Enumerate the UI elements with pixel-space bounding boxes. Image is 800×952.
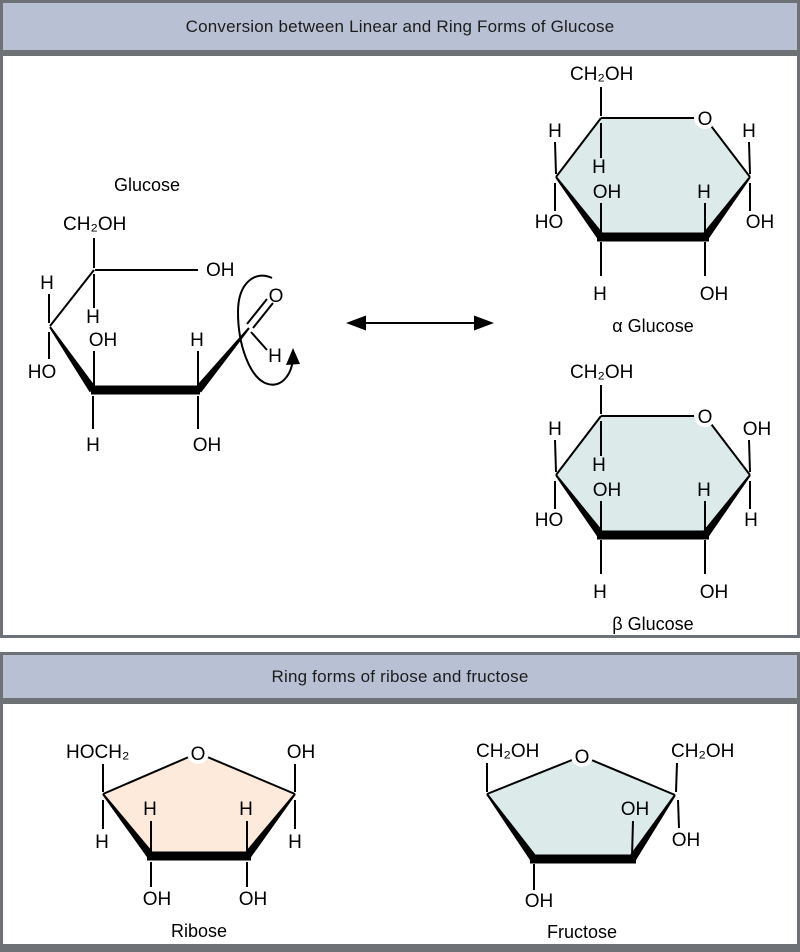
ring-oxygen-gap bbox=[694, 405, 716, 427]
bonds bbox=[102, 752, 296, 887]
h-label: H bbox=[86, 307, 100, 328]
oh-label: OH bbox=[621, 799, 650, 820]
bonds bbox=[554, 87, 751, 276]
molecule-caption: Fructose bbox=[547, 922, 617, 942]
h-label: H bbox=[40, 273, 54, 294]
h-label: H bbox=[239, 799, 253, 820]
ch2oh-label: CH₂OH bbox=[570, 64, 633, 85]
h-label: H bbox=[593, 284, 607, 305]
ring-fill bbox=[103, 753, 295, 856]
bonds bbox=[554, 385, 751, 574]
h-label: H bbox=[86, 435, 100, 456]
oh-label: OH bbox=[746, 212, 775, 233]
oh-label: OH bbox=[700, 284, 729, 305]
molecule-caption: Ribose bbox=[171, 921, 227, 941]
h-label: H bbox=[95, 832, 109, 853]
molecule-caption: β Glucose bbox=[612, 614, 693, 634]
ring-oxygen-gap bbox=[694, 107, 716, 129]
arrow-head-right bbox=[474, 315, 494, 331]
section-title: Conversion between Linear and Ring Forms… bbox=[185, 16, 615, 36]
ring-fill bbox=[487, 756, 675, 859]
h-label: H bbox=[548, 419, 562, 440]
h-label: H bbox=[190, 330, 204, 351]
oh-label: OH bbox=[525, 891, 554, 912]
h-label: H bbox=[744, 510, 758, 531]
fructose-structure: CH₂OH O CH₂OH OH OH OH Fructose bbox=[476, 741, 734, 942]
ch2oh-label: CH₂OH bbox=[63, 214, 126, 235]
ring-fill bbox=[556, 118, 750, 237]
ring-oxygen-gap bbox=[187, 742, 209, 764]
oh-label: OH bbox=[239, 889, 268, 910]
oh-label: OH bbox=[672, 830, 701, 851]
ring-oxygen-label: O bbox=[698, 407, 713, 428]
ring-oxygen-label: O bbox=[191, 744, 206, 765]
oh-label: OH bbox=[143, 889, 172, 910]
hoch2-label: HOCH₂ bbox=[66, 742, 129, 763]
linear-glucose-structure: Glucose CH₂OH OH H H OH HO H H O bbox=[28, 175, 300, 456]
ch2oh-label: CH₂OH bbox=[671, 741, 734, 762]
ring-closure-curved-arrow bbox=[236, 274, 294, 386]
section-title: Ring forms of ribose and fructose bbox=[271, 666, 529, 686]
ch2oh-label: CH₂OH bbox=[476, 741, 539, 762]
h-label: H bbox=[742, 121, 756, 142]
ho-label: HO bbox=[535, 212, 564, 233]
aldehyde-h-label: H bbox=[268, 346, 282, 367]
section-header-ribose-fructose: Ring forms of ribose and fructose bbox=[0, 652, 800, 701]
ring-oxygen-label: O bbox=[698, 109, 713, 130]
oh-label: OH bbox=[593, 182, 622, 203]
h-label: H bbox=[592, 455, 606, 476]
oh-label: OH bbox=[743, 419, 772, 440]
curved-arrow-head bbox=[286, 348, 300, 365]
beta-glucose-structure: CH₂OH O H OH H OH H HO H H OH β Glucose bbox=[535, 362, 772, 634]
oh-label: OH bbox=[700, 582, 729, 603]
arrow-head-left bbox=[346, 315, 366, 331]
h-label: H bbox=[593, 582, 607, 603]
oh-label: OH bbox=[206, 260, 235, 281]
equilibrium-double-arrow bbox=[346, 315, 494, 331]
oh-label: OH bbox=[287, 742, 316, 763]
ring-oxygen-gap bbox=[571, 745, 593, 767]
carbonyl-o-label: O bbox=[269, 286, 284, 307]
h-label: H bbox=[143, 799, 157, 820]
molecule-title: Glucose bbox=[114, 175, 180, 195]
h-label: H bbox=[697, 182, 711, 203]
h-label: H bbox=[592, 157, 606, 178]
oh-label: OH bbox=[593, 480, 622, 501]
h-label: H bbox=[697, 480, 711, 501]
h-label: H bbox=[288, 832, 302, 853]
ring-oxygen-label: O bbox=[575, 747, 590, 768]
alpha-glucose-structure: CH₂OH O H H H OH H HO OH H OH α Glucose bbox=[535, 64, 775, 336]
ho-label: HO bbox=[535, 510, 564, 531]
ring-fill bbox=[556, 416, 750, 535]
oh-label: OH bbox=[89, 330, 118, 351]
section-header-glucose-conversion: Conversion between Linear and Ring Forms… bbox=[0, 0, 800, 53]
molecule-caption: α Glucose bbox=[612, 316, 693, 336]
bonds bbox=[48, 238, 274, 429]
h-label: H bbox=[548, 121, 562, 142]
oh-label: OH bbox=[193, 435, 222, 456]
bonds bbox=[486, 755, 680, 890]
ho-label: HO bbox=[28, 362, 57, 383]
ribose-structure: HOCH₂ O OH H H H H OH OH Ribose bbox=[66, 742, 316, 941]
ch2oh-label: CH₂OH bbox=[570, 362, 633, 383]
